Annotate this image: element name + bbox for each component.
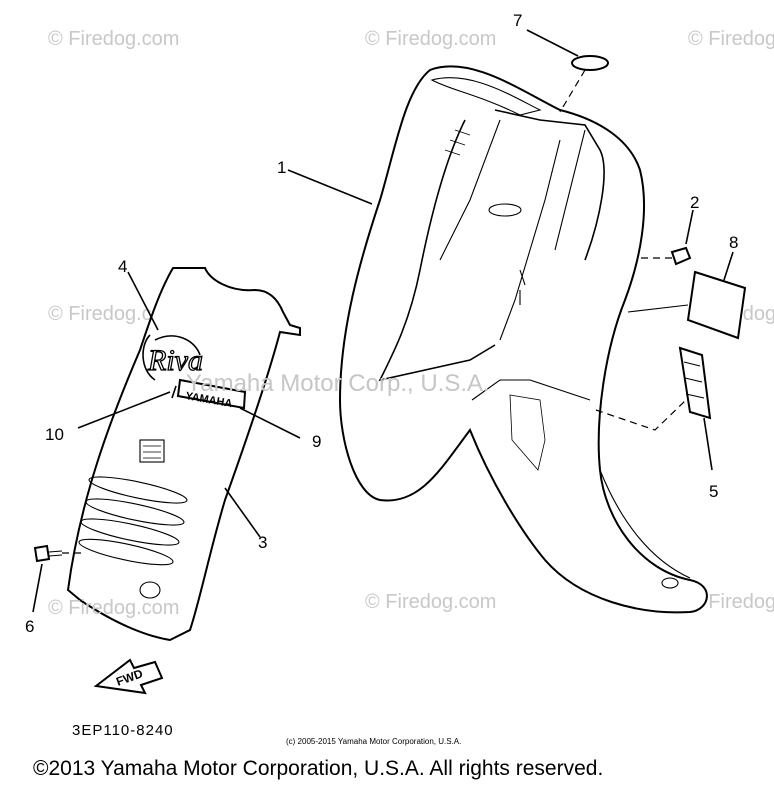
logo-decal-part-4: Riva bbox=[127, 271, 204, 381]
leg-shield-part-3 bbox=[66, 267, 301, 642]
front-cover-part-1 bbox=[338, 65, 708, 614]
callout-3: 3 bbox=[258, 533, 267, 552]
logo-text: Riva bbox=[147, 344, 203, 377]
forward-arrow: FWD bbox=[93, 658, 164, 695]
callout-9: 9 bbox=[312, 432, 321, 451]
screw-part-2 bbox=[640, 209, 694, 266]
watermark-9: © Firedog.com bbox=[48, 597, 179, 619]
small-copyright: (c) 2005-2015 Yamaha Motor Corporation, … bbox=[286, 737, 462, 746]
bracket-part-5 bbox=[595, 346, 713, 471]
callout-7: 7 bbox=[513, 11, 522, 30]
mark-part-10 bbox=[77, 385, 177, 429]
watermark-3: © Firedog.com bbox=[688, 28, 774, 50]
callout-4: 4 bbox=[118, 257, 127, 276]
callout-5: 5 bbox=[709, 482, 718, 501]
copyright-notice: ©2013 Yamaha Motor Corporation, U.S.A. A… bbox=[33, 757, 604, 780]
callout-1: 1 bbox=[277, 158, 286, 177]
center-watermark: Yamaha Motor Corp., U.S.A. bbox=[186, 370, 490, 397]
callout-2: 2 bbox=[690, 193, 699, 212]
watermark-group: © Firedog.com © Firedog.com © Firedog.co… bbox=[48, 28, 774, 613]
screw-part-6 bbox=[32, 544, 82, 613]
callout-10: 10 bbox=[45, 425, 64, 444]
watermark-8: © Firedog.com bbox=[688, 591, 774, 613]
watermark-7: © Firedog.com bbox=[365, 591, 496, 613]
leader-part-1 bbox=[287, 169, 373, 205]
name-decal-part-9: YAMAHA bbox=[176, 378, 301, 439]
watermark-1: © Firedog.com bbox=[48, 28, 179, 50]
callout-numbers: 1 2 3 4 5 6 7 8 9 10 bbox=[25, 11, 738, 636]
callout-6: 6 bbox=[25, 617, 34, 636]
diagram-code: 3EP110-8240 bbox=[72, 722, 174, 739]
grommet-part-7 bbox=[526, 29, 609, 113]
emblem-part-8 bbox=[627, 251, 747, 340]
watermark-2: © Firedog.com bbox=[365, 28, 496, 50]
callout-8: 8 bbox=[729, 233, 738, 252]
